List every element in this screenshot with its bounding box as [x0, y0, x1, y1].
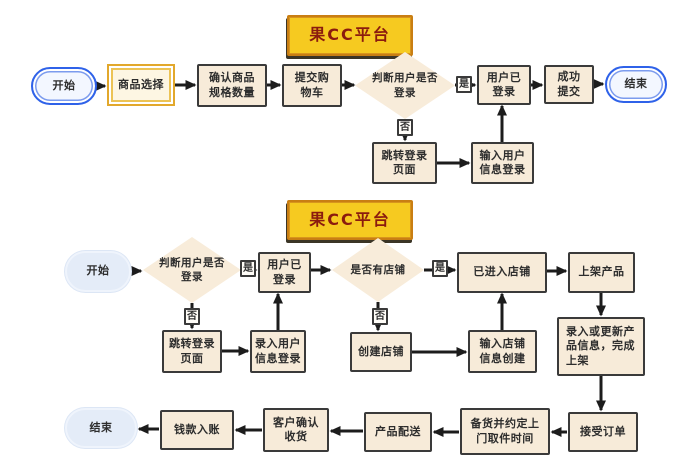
flow2-list-product: 上架产品 [568, 252, 635, 293]
flow2-prepare-pickup: 备货并约定上 门取件时间 [460, 408, 550, 455]
flow1-start-terminator: 开始 [31, 67, 97, 105]
flow2-enter-login-info: 录入用户 信息登录 [250, 330, 306, 373]
flow1-label-yes: 是 [456, 76, 472, 93]
flow1-label-no: 否 [397, 119, 413, 136]
flow1-jump-login-page: 跳转登录 页面 [372, 142, 437, 184]
flow2-label-yes-shop: 是 [432, 260, 448, 277]
flow2-label-yes-login: 是 [240, 260, 256, 277]
flow2-update-product-info: 录入或更新产 品信息，完成 上架 [557, 317, 645, 376]
flow1-title: 果CC平台 [287, 15, 413, 56]
flow1-enter-login-info: 输入用户 信息登录 [471, 142, 534, 184]
flow1-user-logged-in: 用户已 登录 [477, 65, 531, 105]
flow2-label-no-login: 否 [184, 308, 200, 325]
flow2-create-shop: 创建店铺 [350, 332, 412, 372]
flow2-product-delivery: 产品配送 [364, 412, 432, 452]
flow2-confirm-receipt: 客户确认 收货 [263, 408, 329, 452]
flow2-label-no-shop: 否 [372, 308, 388, 325]
flow2-accept-order: 接受订单 [568, 412, 638, 452]
flow2-entered-shop: 已进入店铺 [457, 252, 547, 293]
flow2-money-received: 钱款入账 [160, 410, 234, 450]
flow2-enter-shop-info: 输入店铺 信息创建 [468, 330, 537, 373]
flow2-jump-login-page: 跳转登录 页面 [162, 330, 222, 373]
flow2-title: 果CC平台 [287, 200, 413, 240]
flow2-user-logged-in: 用户已 登录 [258, 252, 311, 293]
flow1-end-terminator: 结束 [605, 66, 667, 103]
flow1-submit-success: 成功 提交 [544, 65, 594, 104]
flow1-confirm-spec: 确认商品 规格数量 [197, 64, 267, 107]
flow1-product-select: 商品选择 [107, 64, 175, 106]
flow2-start-terminator: 开始 [65, 251, 131, 292]
flow1-submit-cart: 提交购 物车 [282, 64, 342, 107]
flow2-end-terminator: 结束 [65, 408, 137, 448]
